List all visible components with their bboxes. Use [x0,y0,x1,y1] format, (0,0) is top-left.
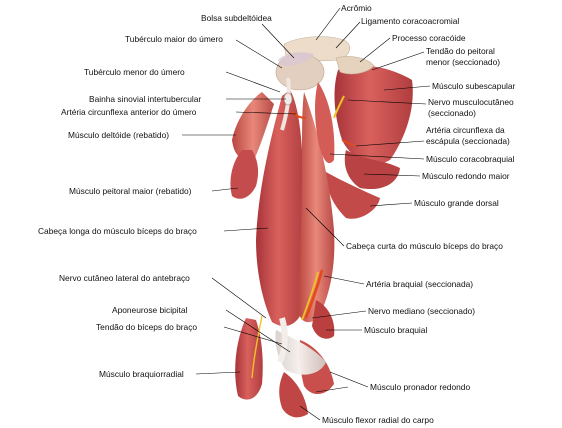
anterior-circumflex-artery [291,111,307,119]
subscapularis-muscle [334,65,413,164]
label-musculo-peitoral-maior: Músculo peitoral maior (rebatido) [69,186,192,196]
circumflex-scapular-artery [341,139,355,147]
label-musculo-redondo-maior: Músculo redondo maior [422,171,510,181]
label-musculo-deltoide: Músculo deltóide (rebatido) [68,130,170,140]
lateral-antebrachial-cutaneous-nerve [251,315,263,379]
teres-major-muscle [344,150,400,190]
flexor-carpi-radialis-muscle [279,372,308,418]
biceps-tendon [277,317,288,364]
label-tendao-peitoral-menor-1: Tendão do peitoral [426,46,495,56]
median-nerve [301,271,319,321]
latissimus-dorsi-muscle [326,172,380,219]
label-arteria-circunflexa-escapula-1: Artéria circunflexa da [426,125,505,135]
pectoralis-major-muscle [230,150,259,199]
brachioradialis-muscle [235,318,263,400]
label-arteria-braquial: Artéria braquial (seccionada) [366,279,474,289]
label-musculo-coracobraquial: Músculo coracobraquial [426,154,515,164]
label-bainha-sinovial: Bainha sinovial intertubercular [89,94,202,104]
brachialis-muscle [312,300,335,339]
label-cabeca-longa-biceps: Cabeça longa do músculo bíceps do braço [38,226,197,236]
label-musculo-pronador-redondo: Músculo pronador redondo [370,382,471,392]
leader-lines [182,7,431,421]
label-arteria-circunflexa-escapula-2: escápula (seccionada) [426,136,510,146]
label-musculo-flexor-radial: Músculo flexor radial do carpo [322,415,434,425]
label-musculo-grande-dorsal: Músculo grande dorsal [414,198,499,208]
label-nervo-cutaneo-lateral: Nervo cutâneo lateral do antebraço [59,273,190,283]
label-acromio: Acrômio [341,3,372,13]
label-tuberculo-menor: Tubérculo menor do úmero [84,67,185,77]
label-musculo-subescapular: Músculo subescapular [432,81,516,91]
label-ligamento-coracoacromial: Ligamento coracoacromial [361,16,460,26]
brachial-artery [304,269,324,319]
label-tuberculo-maior: Tubérculo maior do úmero [125,34,223,44]
label-processo-coracoide: Processo coracóide [392,33,466,43]
label-musculo-braquiorradial: Músculo braquiorradial [99,369,184,379]
biceps-long-head [256,90,305,327]
coracoid-process [335,56,375,75]
label-tendao-biceps: Tendão do bíceps do braço [96,322,198,332]
label-nervo-musculocutaneo-2: (seccionado) [428,108,476,118]
label-tendao-peitoral-menor-2: menor (seccionado) [426,57,501,67]
label-nervo-mediano: Nervo mediano (seccionado) [368,306,476,316]
label-arteria-circunflexa-anterior: Artéria circunflexa anterior do úmero [61,107,197,117]
bicipital-aponeurosis [275,330,326,375]
label-bolsa-subdeltoidea: Bolsa subdeltóidea [201,13,272,23]
biceps-short-head [298,92,335,323]
label-aponeurose-bicipital: Aponeurose bicipital [112,305,188,315]
label-musculo-braquial: Músculo braquial [364,325,428,335]
coracobrachialis-muscle [315,82,335,164]
subdeltoid-bursa [278,52,314,66]
musculocutaneous-nerve [333,95,345,119]
label-cabeca-curta-biceps: Cabeça curta do músculo bíceps do braço [346,241,503,251]
label-nervo-musculocutaneo-1: Nervo musculocutâneo [428,97,514,107]
deltoid-muscle [232,92,274,161]
